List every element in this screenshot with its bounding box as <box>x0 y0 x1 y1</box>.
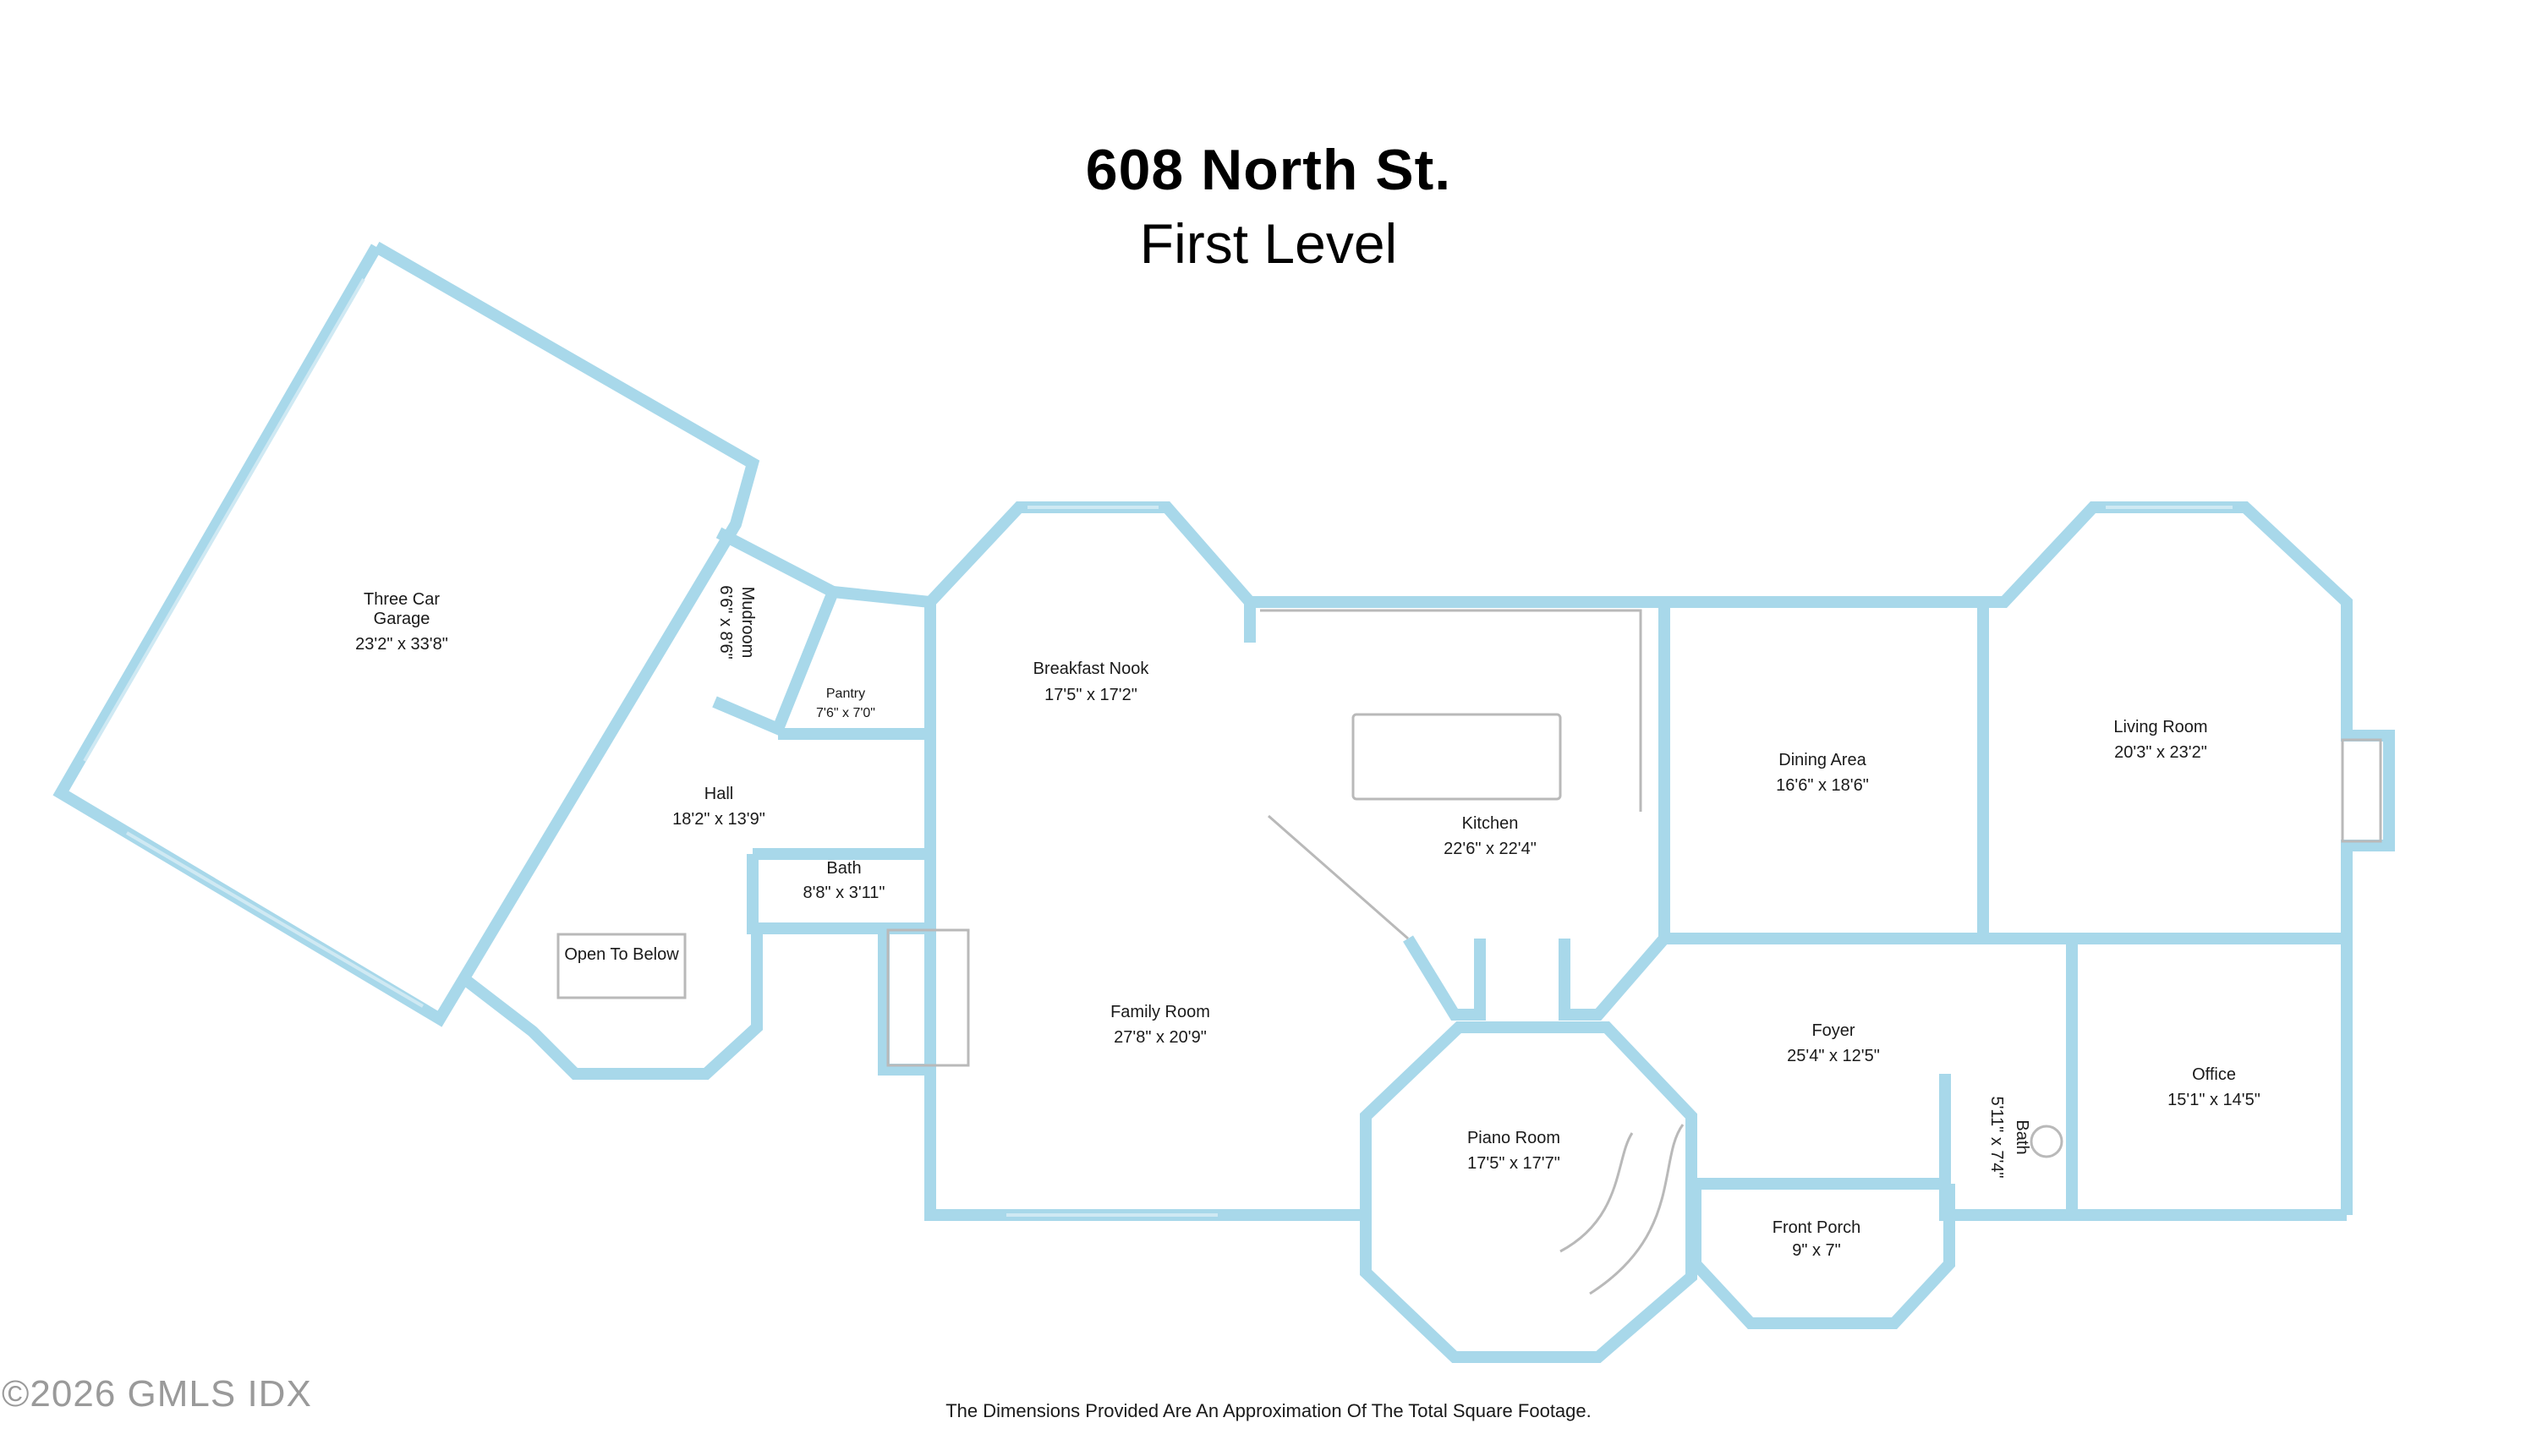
disclaimer-text: The Dimensions Provided Are An Approxima… <box>945 1400 1592 1421</box>
kitchen-counter <box>1260 609 1642 812</box>
main-west-walls <box>878 602 936 1076</box>
office-dims: 15'1" x 14'5" <box>2167 1091 2260 1109</box>
porch-label: Front Porch <box>1773 1218 1860 1237</box>
copyright-watermark: ©2026 GMLS IDX <box>2 1373 312 1415</box>
mudroom-dims: 6'6" x 8'6" <box>716 585 735 659</box>
kitchen-dims: 22'6" x 22'4" <box>1444 840 1537 858</box>
piano-stair-curve-outer <box>1589 1124 1685 1295</box>
living-dims: 20'3" x 23'2" <box>2114 743 2207 762</box>
pantry-label: Pantry <box>826 687 865 701</box>
bath2-dims: 5'11" x 7'4" <box>1987 1096 2006 1178</box>
pantry-dims: 7'6" x 7'0" <box>816 706 875 720</box>
garage-label: Three Car <box>364 590 440 609</box>
bath2-sink <box>2030 1125 2063 1158</box>
dining-label: Dining Area <box>1778 751 1866 769</box>
hall-dims: 18'2" x 13'9" <box>672 810 765 829</box>
office-label: Office <box>2192 1065 2236 1084</box>
kitchen-south-walls <box>1403 935 1486 1021</box>
bath1-dims: 8'8" x 3'11" <box>803 884 885 902</box>
garage-walls <box>52 241 760 1027</box>
open-below-label: Open To Below <box>564 945 679 964</box>
living-label: Living Room <box>2113 718 2207 736</box>
hall-label: Hall <box>704 785 733 803</box>
family-south-wall <box>924 1070 1362 1221</box>
mudroom-walls <box>712 527 841 737</box>
piano-dims: 17'5" x 17'7" <box>1467 1154 1560 1173</box>
piano-stair-curve <box>1559 1132 1634 1253</box>
plan-title: 608 North St. <box>1085 138 1452 202</box>
garage-label-2: Garage <box>374 610 430 628</box>
plan-subtitle: First Level <box>1139 212 1398 275</box>
mudroom-label: Mudroom <box>738 587 757 658</box>
foyer-label: Foyer <box>1811 1021 1855 1040</box>
family-label: Family Room <box>1110 1003 1210 1021</box>
breakfast-walls <box>925 501 1255 606</box>
breakfast-dims: 17'5" x 17'2" <box>1044 686 1137 704</box>
stair-open-below <box>556 933 687 999</box>
windows <box>83 277 2233 1217</box>
bath1-label: Bath <box>826 859 861 878</box>
north-wall <box>1244 501 2395 1215</box>
bath2-walls <box>1939 1074 2072 1221</box>
kitchen-island <box>1351 713 1562 801</box>
kitchen-peninsula <box>1268 814 1409 940</box>
fireplace-living <box>2341 738 2382 843</box>
kitchen-south-walls-2 <box>1559 934 1669 1021</box>
kitchen-label: Kitchen <box>1462 814 1519 833</box>
walls <box>52 241 2395 1363</box>
piano-room-walls <box>1360 1021 1697 1363</box>
foyer-dims: 25'4" x 12'5" <box>1787 1047 1880 1065</box>
breakfast-label: Breakfast Nook <box>1033 660 1150 678</box>
room-labels: Three Car Garage 23'2" x 33'8" Mudroom 6… <box>355 585 2260 1260</box>
family-dims: 27'8" x 20'9" <box>1114 1028 1207 1047</box>
garage-window-south <box>125 831 425 1008</box>
garage-window-west <box>83 277 365 763</box>
bath2-label: Bath <box>2013 1119 2031 1154</box>
front-porch-walls <box>1690 1184 1955 1329</box>
piano-label: Piano Room <box>1467 1129 1560 1147</box>
fireplace-family <box>886 928 970 1067</box>
dining-dims: 16'6" x 18'6" <box>1776 776 1869 795</box>
fixtures <box>556 609 2382 1295</box>
garage-dims: 23'2" x 33'8" <box>355 635 448 654</box>
porch-dims: 9" x 7" <box>1792 1241 1841 1260</box>
hall-walls <box>463 930 763 1080</box>
